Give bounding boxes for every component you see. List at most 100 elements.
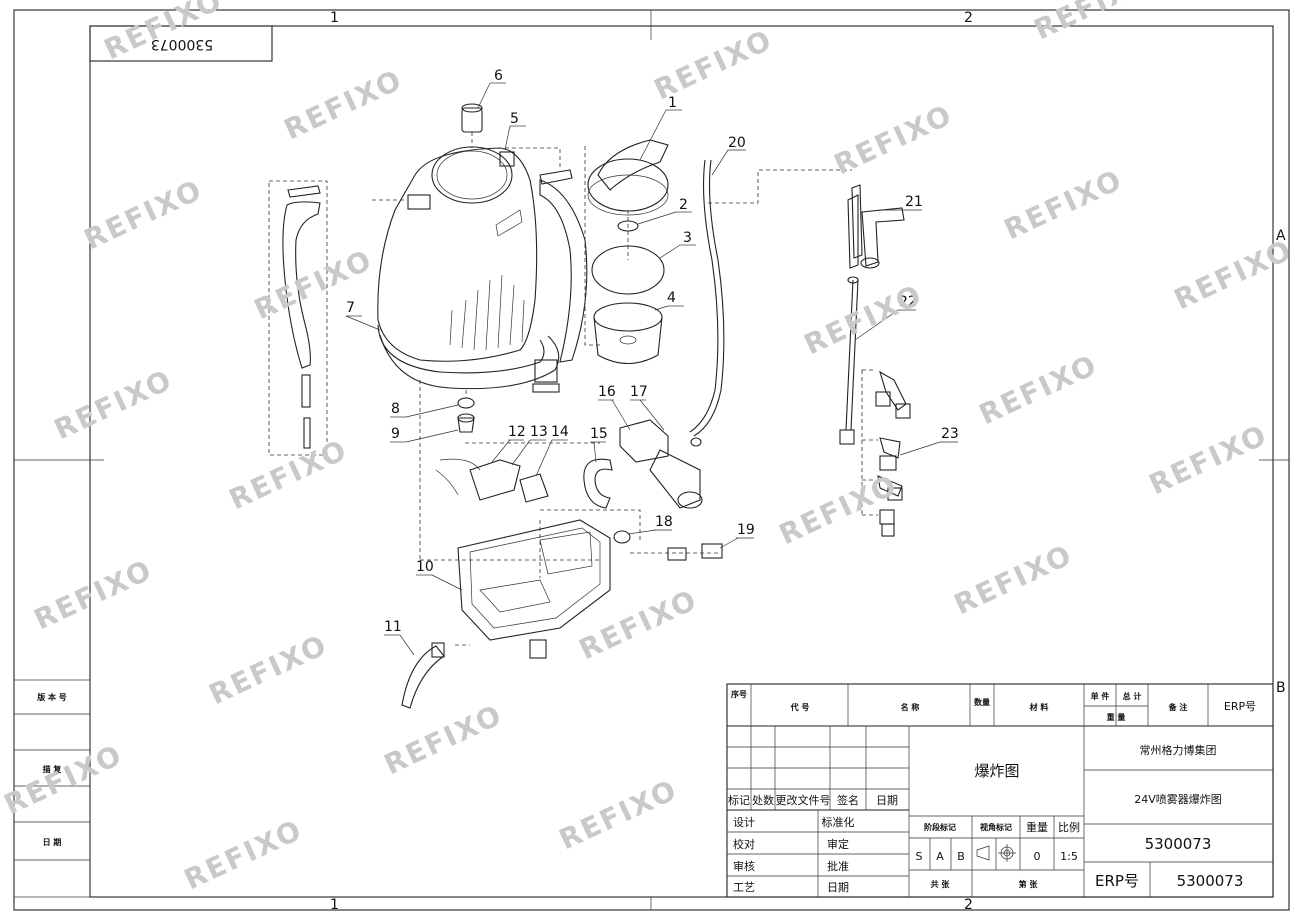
callout-8: 8 — [391, 401, 400, 417]
watermark-8: REFIXO — [1169, 233, 1298, 316]
sign-design: 设计 — [733, 816, 755, 829]
callout-15: 15 — [590, 426, 608, 442]
cap-part — [461, 103, 483, 148]
weight-label: 重量 — [1026, 820, 1048, 834]
sign-check: 校对 — [733, 837, 755, 851]
drawing-code-box: 5300073 — [89, 25, 273, 62]
callout-16: 16 — [598, 384, 616, 400]
zone-label-top-2: 2 — [964, 10, 973, 26]
o-ring-part — [591, 245, 665, 295]
washer-part — [617, 220, 639, 232]
callout-1: 1 — [668, 95, 677, 111]
company-name: 常州格力博集团 — [1140, 743, 1217, 757]
watermark-22: REFIXO — [554, 773, 683, 856]
header-unit-weight: 单 件 — [1091, 691, 1110, 701]
product-title: 24V喷雾器爆炸图 — [1134, 792, 1222, 806]
watermark-15: REFIXO — [1144, 418, 1273, 501]
rev-label-count: 处数 — [752, 794, 774, 807]
left-strip-trace: 描 复 — [43, 764, 63, 774]
zone-label-top-1: 1 — [330, 10, 339, 26]
stage-s: S — [916, 850, 923, 863]
callout-21: 21 — [905, 194, 923, 210]
trigger-handle — [847, 184, 905, 269]
tank-body — [372, 146, 588, 393]
stage-a: A — [936, 850, 944, 863]
watermark-21: REFIXO — [0, 738, 128, 821]
spray-lance — [839, 276, 859, 445]
watermark-3: REFIXO — [649, 23, 778, 106]
tank-ribs — [449, 274, 525, 351]
zone-label-bottom-2: 2 — [964, 897, 973, 913]
watermark-7: REFIXO — [999, 163, 1128, 246]
callout-10: 10 — [416, 559, 434, 575]
watermark-layer: REFIXO REFIXO REFIXO REFIXO REFIXO REFIX… — [0, 0, 1298, 896]
latch-part — [401, 642, 470, 709]
watermark-17: REFIXO — [949, 538, 1078, 621]
header-total-weight: 总 计 — [1123, 691, 1142, 701]
suction-hose — [583, 458, 613, 509]
projection-symbol-icon — [976, 844, 1016, 862]
callout-2: 2 — [679, 197, 688, 213]
callout-18: 18 — [655, 514, 673, 530]
watermark-6: REFIXO — [829, 98, 958, 181]
callout-13: 13 — [530, 424, 548, 440]
watermark-5: REFIXO — [79, 173, 208, 256]
header-remark: 备 注 — [1168, 702, 1188, 712]
callout-5: 5 — [510, 111, 519, 127]
nozzle-set — [861, 369, 911, 537]
sign-process: 工艺 — [733, 881, 755, 894]
watermark-2: REFIXO — [279, 63, 408, 146]
seal-and-fitting — [457, 390, 475, 433]
left-strip-date: 日 期 — [43, 837, 62, 847]
watermark-23: REFIXO — [179, 813, 308, 896]
filter-basket — [593, 302, 663, 364]
switch-harness — [435, 442, 600, 503]
zone-label-a: A — [1276, 228, 1286, 244]
stage-b: B — [957, 850, 965, 863]
zone-label-b: B — [1276, 680, 1286, 696]
part-number: 5300073 — [1145, 835, 1212, 853]
watermark-19: REFIXO — [204, 628, 333, 711]
watermark-12: REFIXO — [974, 348, 1103, 431]
erp-label: ERP号 — [1095, 872, 1139, 890]
charge-cable — [630, 543, 723, 561]
callout-12: 12 — [508, 424, 526, 440]
callout-4: 4 — [667, 290, 676, 306]
header-qty: 数量 — [974, 697, 990, 707]
sign-review: 审核 — [733, 859, 755, 873]
watermark-11: REFIXO — [49, 363, 178, 446]
stage-mark-label: 阶段标记 — [924, 822, 956, 832]
callout-3: 3 — [683, 230, 692, 246]
callouts: 6 5 1 2 3 4 20 21 22 23 7 8 9 — [345, 68, 959, 656]
header-code: 代 号 — [790, 702, 810, 712]
rev-label-sign: 签名 — [837, 793, 859, 807]
header-weight: 重 量 — [1107, 712, 1126, 722]
total-sheets: 共 张 — [931, 879, 951, 889]
drawing-frame: 1 2 1 2 A B — [13, 9, 1290, 913]
scale-label: 比例 — [1058, 820, 1080, 834]
weight-value: 0 — [1034, 850, 1041, 863]
header-erp: ERP号 — [1224, 700, 1256, 713]
sign-date: 日期 — [827, 881, 849, 894]
battery-tray — [419, 380, 641, 659]
scale-value: 1:5 — [1060, 850, 1078, 863]
view-mark-label: 视角标记 — [980, 822, 1012, 832]
callout-20: 20 — [728, 135, 746, 151]
zone-label-bottom-1: 1 — [330, 897, 339, 913]
valve-part — [499, 147, 561, 170]
watermark-9: REFIXO — [249, 243, 378, 326]
callout-6: 6 — [494, 68, 503, 84]
callout-7: 7 — [346, 300, 355, 316]
pump-motor — [619, 419, 703, 509]
callout-23: 23 — [941, 426, 959, 442]
sign-approve: 审定 — [827, 837, 849, 851]
sign-ratify: 批准 — [827, 859, 849, 873]
watermark-4: REFIXO — [1029, 0, 1158, 46]
callout-9: 9 — [391, 426, 400, 442]
drawing-name: 爆炸图 — [974, 762, 1019, 780]
header-seq: 序号 — [731, 689, 747, 699]
header-name: 名 称 — [901, 702, 920, 712]
callout-11: 11 — [384, 619, 402, 635]
callout-19: 19 — [737, 522, 755, 538]
